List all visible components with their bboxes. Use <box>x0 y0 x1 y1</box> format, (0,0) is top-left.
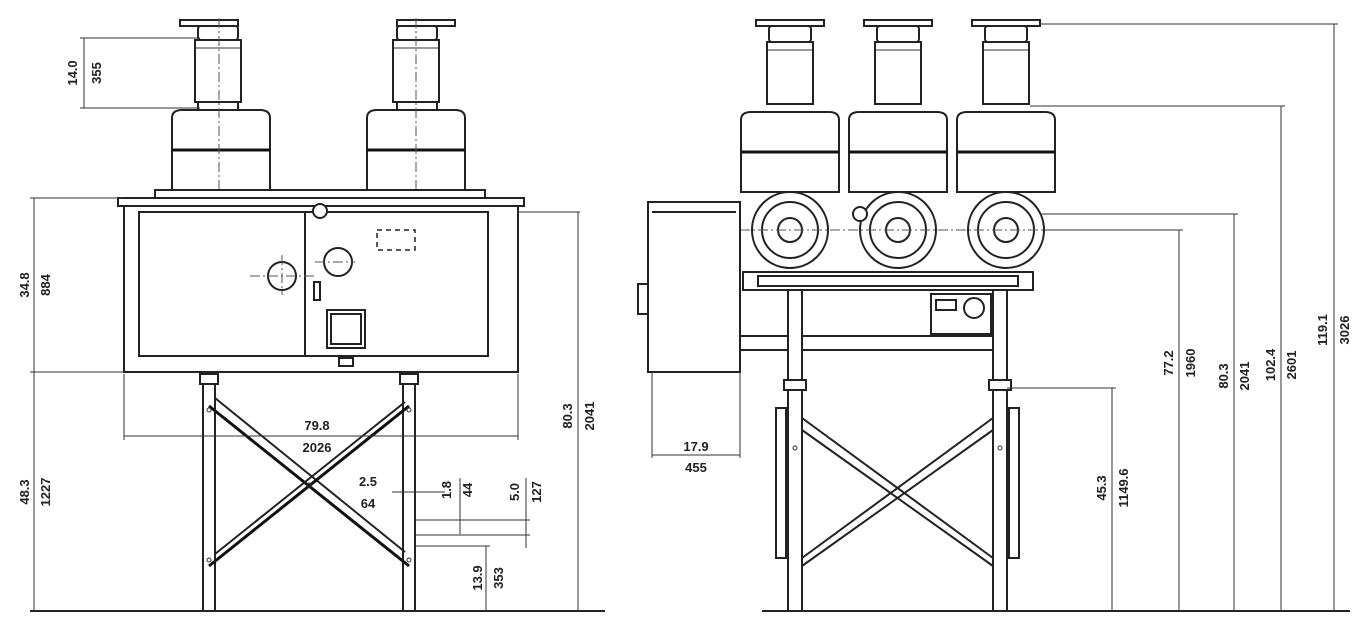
dim-plate-mm: 44 <box>460 482 475 497</box>
door-right <box>304 211 489 357</box>
dim-cabinet-height-mm: 884 <box>38 273 53 295</box>
dim-bolt-spacing-in: 5.0 <box>507 483 522 501</box>
dim-mount-height-in: 80.3 <box>560 403 575 428</box>
dim-insulator-top-mm: 355 <box>89 62 104 84</box>
dim-insulator-base-in: 102.4 <box>1263 348 1278 381</box>
door-handle <box>313 281 321 301</box>
dim-leg-height-in: 48.3 <box>17 479 32 504</box>
dim-flange-in: 2.5 <box>359 474 377 489</box>
dim-mount-height-side-in: 80.3 <box>1216 363 1231 388</box>
frame-beam <box>739 335 1003 351</box>
nameplate-outline <box>376 229 416 251</box>
side-frame <box>775 289 1020 612</box>
bushing-discs <box>740 191 1060 269</box>
dim-foot-in: 13.9 <box>470 565 485 590</box>
side-view: 17.9 455 45.3 1149.6 77.2 1960 80.3 2041… <box>637 19 1352 612</box>
front-dimension-lines <box>30 37 580 611</box>
dim-mount-height-mm: 2041 <box>582 402 597 431</box>
front-view: 14.0 355 34.8 884 48.3 1227 79.8 2026 2.… <box>17 18 605 612</box>
dim-bolt-spacing-mm: 127 <box>529 481 544 503</box>
dim-plate-in: 1.8 <box>439 481 454 499</box>
platform <box>742 271 1034 291</box>
dim-control-box-in: 17.9 <box>683 439 708 454</box>
counter-window <box>326 309 366 349</box>
dim-foot-mm: 353 <box>491 567 506 589</box>
latch <box>338 357 354 367</box>
insulator-right <box>366 18 466 200</box>
dim-bushing-center-mm: 1960 <box>1183 349 1198 378</box>
top-plate <box>154 189 486 199</box>
dim-overall-height-in: 119.1 <box>1315 314 1330 346</box>
lift-eye <box>312 203 328 219</box>
dim-cabinet-height-in: 34.8 <box>17 272 32 297</box>
side-dimension-lines <box>1007 23 1338 611</box>
control-box <box>637 201 741 458</box>
insulator-set <box>740 19 1056 193</box>
dim-leg-height-mm: 1227 <box>38 478 53 507</box>
dim-frame-height-in: 45.3 <box>1094 475 1109 500</box>
dim-frame-height-mm: 1149.6 <box>1116 468 1131 507</box>
dim-insulator-base-mm: 2601 <box>1284 351 1299 380</box>
dim-control-box-mm: 455 <box>685 460 707 475</box>
dim-cabinet-width-mm: 2026 <box>303 440 332 455</box>
dim-insulator-top-in: 14.0 <box>65 60 80 85</box>
insulator-left <box>171 18 271 200</box>
dim-mount-height-side-mm: 2041 <box>1237 362 1252 391</box>
dim-flange-mm: 64 <box>361 496 376 511</box>
dim-overall-height-mm: 3026 <box>1337 316 1352 345</box>
dim-bushing-center-in: 77.2 <box>1161 350 1176 375</box>
dim-cabinet-width-in: 79.8 <box>304 418 329 433</box>
support-frame <box>199 373 530 612</box>
